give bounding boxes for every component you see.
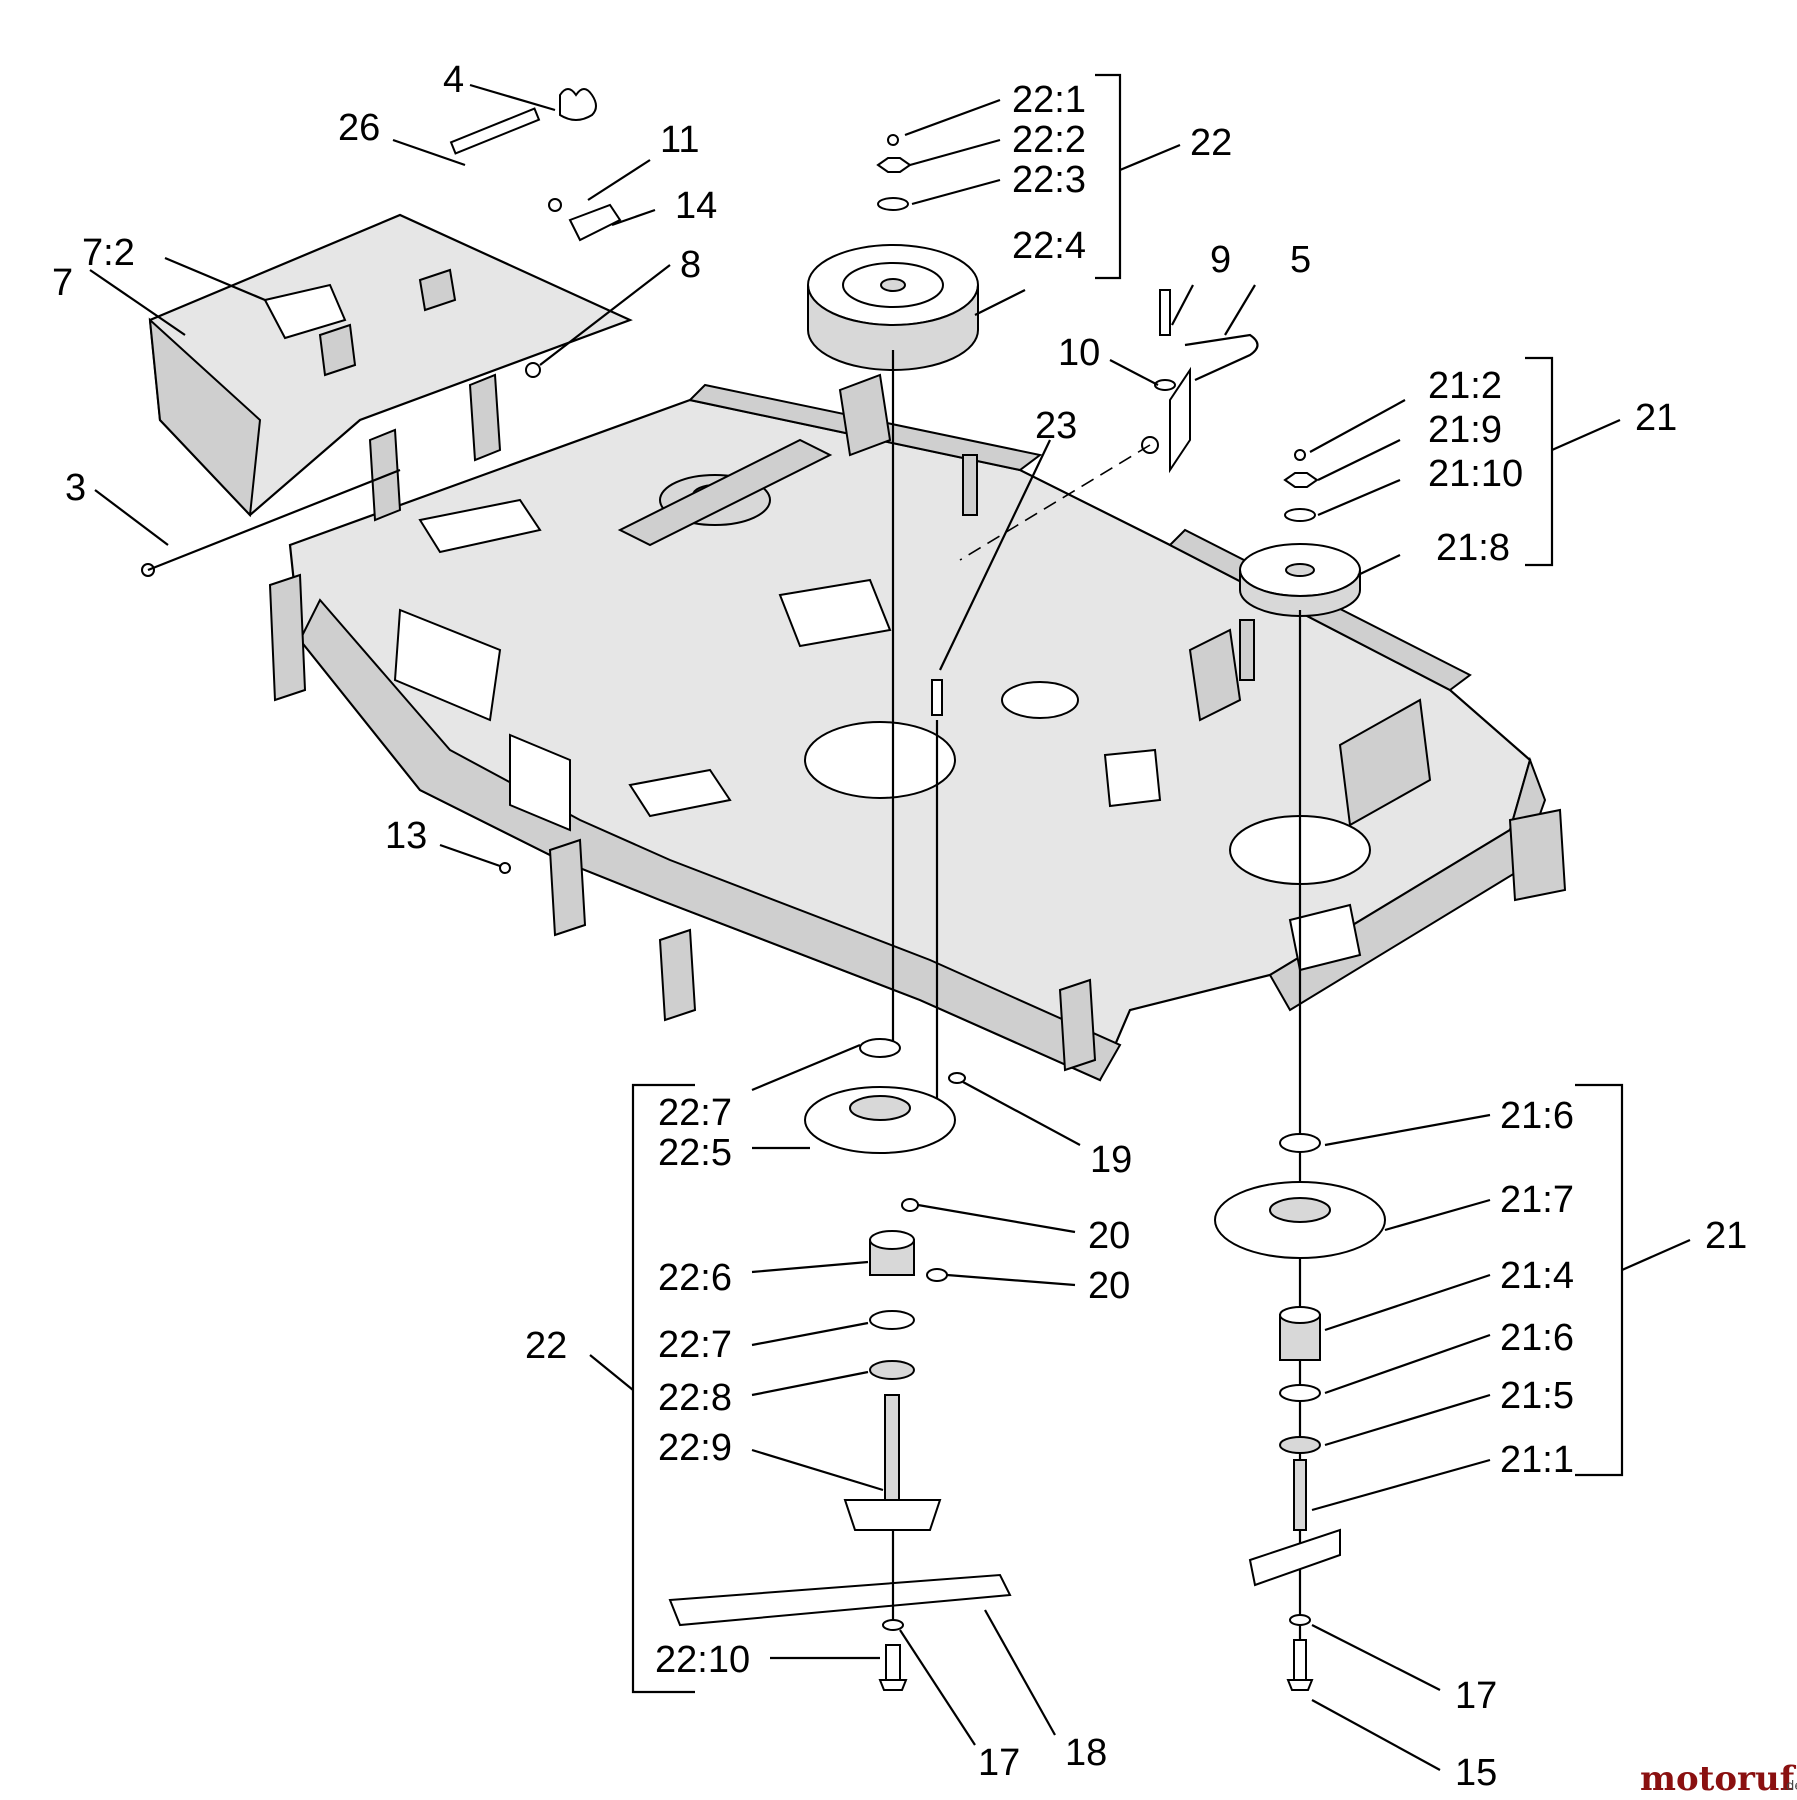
callout-14: 14 xyxy=(675,185,717,227)
callout-22-left: 22 xyxy=(525,1325,567,1367)
callout-18: 18 xyxy=(1065,1732,1107,1774)
pulley-assembly-21-top xyxy=(1239,449,1361,1130)
callout-22-3: 22:3 xyxy=(1012,159,1086,201)
callout-21-6a: 21:6 xyxy=(1500,1095,1574,1137)
callout-21-4: 21:4 xyxy=(1500,1255,1574,1297)
spindle-assembly-21 xyxy=(1214,1130,1386,1691)
callout-22-4: 22:4 xyxy=(1012,225,1086,267)
callout-20a: 20 xyxy=(1088,1215,1130,1257)
callout-22-5: 22:5 xyxy=(658,1132,732,1174)
callout-21-top: 21 xyxy=(1635,397,1677,439)
callout-13: 13 xyxy=(385,815,427,857)
watermark-tld: .de xyxy=(1782,1779,1797,1794)
top-left-hardware xyxy=(141,88,622,874)
callout-22-6: 22:6 xyxy=(658,1257,732,1299)
callout-4: 4 xyxy=(443,59,464,101)
callout-21-right: 21 xyxy=(1705,1215,1747,1257)
callout-21-10: 21:10 xyxy=(1428,453,1523,495)
watermark-brand: motoruf xyxy=(1640,1759,1797,1799)
callout-3: 3 xyxy=(65,467,86,509)
watermark-logo: motoruf .de xyxy=(1640,1759,1797,1799)
callout-17a: 17 xyxy=(978,1742,1020,1784)
callout-22-10: 22:10 xyxy=(655,1639,750,1681)
leader-lines xyxy=(89,73,1691,1771)
callout-11: 11 xyxy=(660,119,699,161)
callout-21-2: 21:2 xyxy=(1428,365,1502,407)
discharge-chute xyxy=(148,213,633,518)
callout-21-1: 21:1 xyxy=(1500,1439,1574,1481)
callout-21-8: 21:8 xyxy=(1436,527,1510,569)
callout-10: 10 xyxy=(1058,332,1100,374)
callout-22-top: 22 xyxy=(1190,122,1232,164)
callout-21-9: 21:9 xyxy=(1428,409,1502,451)
mower-deck xyxy=(268,373,1567,1082)
callout-8: 8 xyxy=(680,244,701,286)
callout-20b: 20 xyxy=(1088,1265,1130,1307)
callout-5: 5 xyxy=(1290,239,1311,281)
callout-22-7a: 22:7 xyxy=(658,1092,732,1134)
callout-17b: 17 xyxy=(1455,1675,1497,1717)
callout-19: 19 xyxy=(1090,1139,1132,1181)
callout-15: 15 xyxy=(1455,1752,1497,1794)
hardware-9-10-5 xyxy=(931,289,1259,1125)
callout-21-5: 21:5 xyxy=(1500,1375,1574,1417)
callout-26: 26 xyxy=(338,107,380,149)
callout-21-6b: 21:6 xyxy=(1500,1317,1574,1359)
callout-23: 23 xyxy=(1035,405,1077,447)
callout-22-8: 22:8 xyxy=(658,1377,732,1419)
callout-7-2: 7:2 xyxy=(82,232,135,274)
callout-22-1: 22:1 xyxy=(1012,79,1086,121)
callout-21-7: 21:7 xyxy=(1500,1179,1574,1221)
callout-22-7b: 22:7 xyxy=(658,1324,732,1366)
callout-22-2: 22:2 xyxy=(1012,119,1086,161)
spindle-assembly-22 xyxy=(668,1038,1012,1691)
callout-labels: 4 26 11 14 7:2 7 8 3 13 22:1 22:2 22:3 2… xyxy=(52,59,1747,1794)
pulley-assembly-22-top xyxy=(807,134,979,1045)
callout-9: 9 xyxy=(1210,239,1231,281)
callout-7: 7 xyxy=(52,262,73,304)
callout-22-9: 22:9 xyxy=(658,1427,732,1469)
